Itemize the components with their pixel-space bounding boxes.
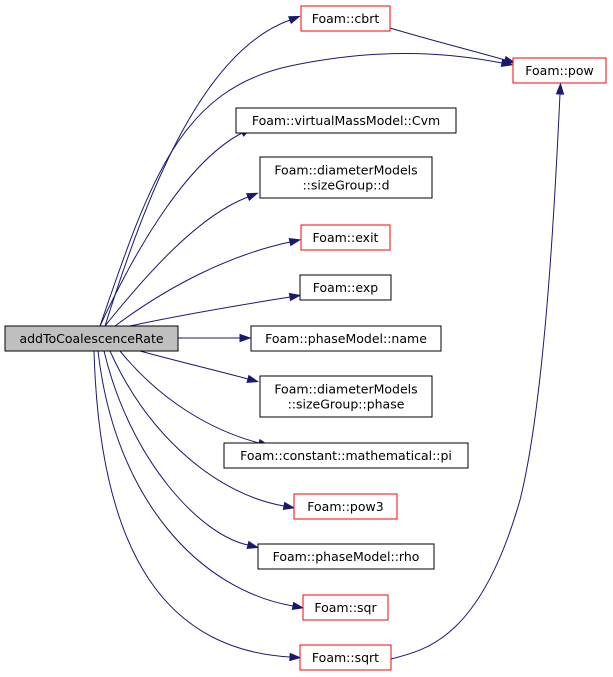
edge-root-pmname [178,333,252,343]
arrowhead [246,374,260,383]
node-pmname[interactable]: Foam::phaseModel::name [250,325,442,352]
node-label: Foam::virtualMassModel::Cvm [252,113,440,128]
edge-root-rho [103,350,260,549]
edge-line [119,350,260,444]
node-label: Foam::phaseModel::rho [273,549,420,564]
edge-sqrt-pow [390,82,565,660]
node-box [259,375,433,418]
edges-layer [93,15,565,662]
edge-line [114,241,291,327]
node-sqr[interactable]: Foam::sqr [302,594,389,621]
edge-root-pow3 [109,350,296,511]
node-sqrt[interactable]: Foam::sqrt [299,644,392,671]
edge-line [99,52,503,327]
edge-line [390,93,561,660]
arrowhead [503,55,517,64]
edge-line [97,350,294,607]
node-box [293,493,398,520]
edge-root-cbrt [104,15,301,327]
edge-root-exit [114,238,302,327]
node-label: Foam::exit [313,230,379,245]
arrowhead [555,82,565,95]
node-box [512,57,607,84]
node-sgd[interactable]: Foam::diameterModels::sizeGroup::d [259,156,433,199]
edge-line [139,350,249,380]
edge-root-exp [129,292,302,327]
node-label: Foam::sqrt [312,650,379,665]
node-box [259,156,433,199]
arrowhead [245,192,259,202]
node-label: ::sizeGroup::phase [288,397,405,412]
node-box [302,594,389,621]
node-box [235,107,457,134]
node-label: Foam::cbrt [312,11,380,26]
node-label: ::sizeGroup::d [302,178,389,193]
arrowhead [288,292,302,302]
arrowhead [288,238,302,247]
node-box [299,644,392,671]
edge-line [103,350,249,546]
node-label: addToCoalescenceRate [19,331,163,346]
node-root[interactable]: addToCoalescenceRate [4,325,179,352]
node-box [223,442,469,469]
node-cbrt[interactable]: Foam::cbrt [300,5,391,32]
edge-line [129,296,291,327]
node-exp[interactable]: Foam::exp [299,274,392,301]
arrowhead [289,652,302,662]
edge-root-cvm [99,127,253,327]
edge-line [99,132,243,327]
node-label: Foam::exp [313,280,379,295]
node-cvm[interactable]: Foam::virtualMassModel::Cvm [235,107,457,134]
edge-line [389,27,506,61]
edge-root-sqr [97,350,305,611]
edge-line [104,19,291,327]
arrowhead [288,15,301,25]
edge-line [109,350,285,507]
node-box [257,543,435,570]
node-box [300,5,391,32]
node-exit[interactable]: Foam::exit [300,224,391,251]
node-label: Foam::phaseModel::name [265,331,427,346]
arrowhead [246,540,260,549]
node-pow[interactable]: Foam::pow [512,57,607,84]
node-label: Foam::pow [525,63,593,78]
node-pow3[interactable]: Foam::pow3 [293,493,398,520]
arrowhead [291,601,305,611]
arrowhead [282,501,296,511]
edge-root-sgd [104,192,259,327]
node-label: Foam::sqr [314,600,377,615]
node-box [250,325,442,352]
edge-root-sqrt [93,350,302,662]
node-label: Foam::diameterModels [274,382,417,397]
edge-line [104,196,249,327]
arrowhead [239,333,252,343]
node-label: Foam::constant::mathematical::pi [240,448,452,463]
nodes-layer: addToCoalescenceRate Foam::cbrtFoam::powF… [4,5,607,671]
node-rho[interactable]: Foam::phaseModel::rho [257,543,435,570]
edge-line [93,350,291,658]
node-box [300,224,391,251]
node-label: Foam::pow3 [307,499,383,514]
edge-cbrt-pow [389,27,517,64]
node-box [4,325,179,352]
node-sgphase[interactable]: Foam::diameterModels::sizeGroup::phase [259,375,433,418]
edge-root-sgphase [139,350,260,383]
node-label: Foam::diameterModels [274,163,417,178]
node-box [299,274,392,301]
node-pi[interactable]: Foam::constant::mathematical::pi [223,442,469,469]
